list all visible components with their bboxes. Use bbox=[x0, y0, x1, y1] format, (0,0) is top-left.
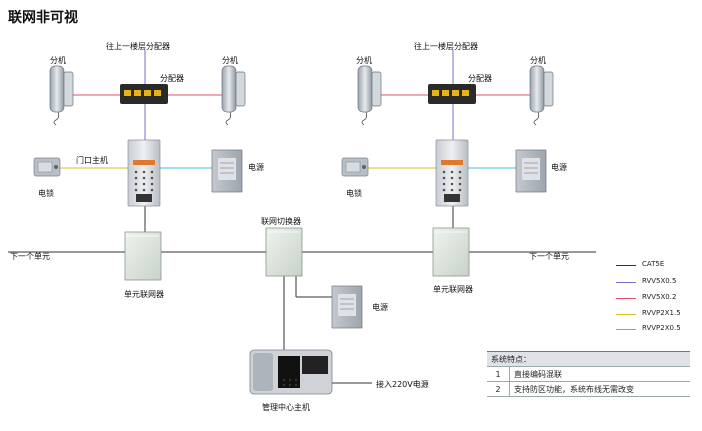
table-row: 2 支持防区功能，系统布线无需改变 bbox=[487, 381, 690, 397]
label-extension: 分机 bbox=[50, 56, 66, 65]
power-supply-center bbox=[331, 285, 363, 329]
legend-label: RVV5X0.2 bbox=[642, 293, 677, 301]
legend-swatch bbox=[616, 314, 636, 315]
label-extension: 分机 bbox=[356, 56, 372, 65]
label-extension: 分机 bbox=[222, 56, 238, 65]
label-next-unit-right: 下一个单元 bbox=[529, 252, 569, 261]
label-electric-lock: 电锁 bbox=[38, 189, 54, 198]
electric-lock-right bbox=[341, 157, 369, 177]
label-power-center: 电源 bbox=[372, 303, 388, 312]
legend-item: RVV5X0.2 bbox=[616, 293, 702, 303]
label-door-host: 门口主机 bbox=[76, 156, 108, 165]
extension-handset-left-2 bbox=[221, 65, 246, 126]
legend-swatch bbox=[616, 282, 636, 283]
label-power: 电源 bbox=[551, 163, 567, 172]
feature-number: 2 bbox=[487, 381, 510, 397]
label-electric-lock: 电锁 bbox=[346, 189, 362, 198]
label-unit-networker-left: 单元联网器 bbox=[124, 290, 164, 299]
extension-handset-right-2 bbox=[529, 65, 554, 126]
feature-number: 1 bbox=[487, 366, 510, 382]
legend-item: RVVP2X1.5 bbox=[616, 309, 702, 319]
unit-networker-left bbox=[124, 231, 162, 281]
table-row: 1 直接编码混联 bbox=[487, 366, 690, 382]
label-upper-floor-right: 往上一楼层分配器 bbox=[414, 42, 478, 51]
legend-label: RVVP2X1.5 bbox=[642, 309, 681, 317]
legend-label: RVV5X0.5 bbox=[642, 277, 677, 285]
feature-text: 直接编码混联 bbox=[509, 366, 690, 382]
label-management-center: 管理中心主机 bbox=[262, 403, 310, 412]
label-distributor: 分配器 bbox=[160, 74, 184, 83]
power-supply-right bbox=[515, 149, 547, 193]
features-header: 系统特点： bbox=[487, 351, 690, 367]
legend-swatch bbox=[616, 329, 636, 330]
legend-label: CAT5E bbox=[642, 260, 665, 268]
legend-swatch bbox=[616, 265, 636, 266]
legend-item: RVVP2X0.5 bbox=[616, 324, 702, 334]
distributor-box-left bbox=[120, 84, 168, 104]
page-title: 联网非可视 bbox=[8, 10, 78, 26]
features-header-row: 系统特点： bbox=[487, 351, 690, 367]
door-host-panel-right bbox=[435, 139, 469, 207]
network-switch-box bbox=[265, 227, 303, 277]
legend-label: RVVP2X0.5 bbox=[642, 324, 681, 332]
electric-lock-left bbox=[33, 157, 61, 177]
legend-swatch bbox=[616, 298, 636, 299]
label-upper-floor-left: 往上一楼层分配器 bbox=[106, 42, 170, 51]
door-host-panel-left bbox=[127, 139, 161, 207]
power-supply-left bbox=[211, 149, 243, 193]
label-network-switch: 联网切换器 bbox=[261, 217, 301, 226]
extension-handset-right-1 bbox=[357, 65, 382, 126]
label-extension: 分机 bbox=[530, 56, 546, 65]
label-unit-networker-right: 单元联网器 bbox=[433, 285, 473, 294]
label-distributor: 分配器 bbox=[468, 74, 492, 83]
label-power: 电源 bbox=[248, 163, 264, 172]
extension-handset-left-1 bbox=[49, 65, 74, 126]
label-next-unit-left: 下一个单元 bbox=[10, 252, 50, 261]
unit-networker-right bbox=[432, 227, 470, 277]
features-table: 系统特点： 1 直接编码混联 2 支持防区功能，系统布线无需改变 bbox=[487, 351, 690, 397]
legend-item: RVV5X0.5 bbox=[616, 277, 702, 287]
distributor-box-right bbox=[428, 84, 476, 104]
management-center-host bbox=[249, 349, 333, 395]
label-ac-input: 接入220V电源 bbox=[376, 380, 429, 389]
feature-text: 支持防区功能，系统布线无需改变 bbox=[509, 381, 690, 397]
legend-item: CAT5E bbox=[616, 260, 702, 270]
